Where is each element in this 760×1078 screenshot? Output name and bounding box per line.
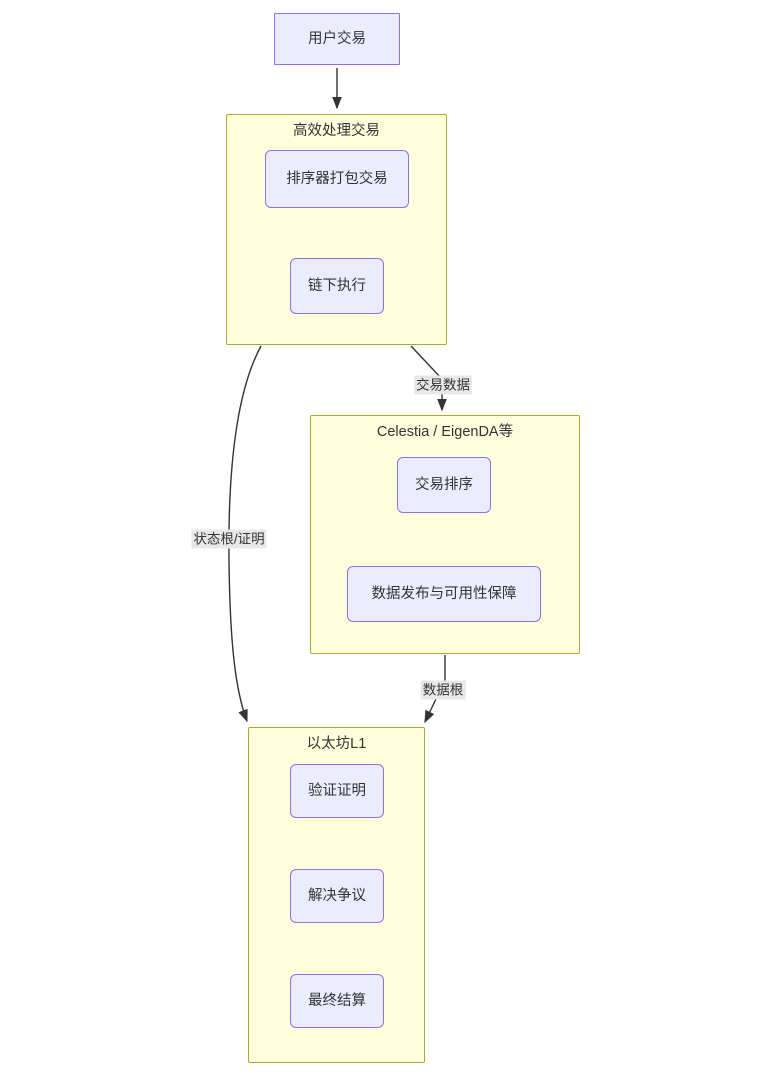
node-offchain-exec-label: 链下执行 [308,278,366,294]
edge-label-data-root: 数据根 [420,680,466,700]
edge-label-state-root-proof: 状态根/证明 [191,529,267,549]
edge-label-tx-data: 交易数据 [414,375,472,395]
node-verify-proof-label: 验证证明 [308,783,366,799]
cluster-rollup-title: 高效处理交易 [293,123,380,139]
node-final-settle-label: 最终结算 [308,993,366,1009]
node-sequencer-label: 排序器打包交易 [286,171,388,187]
node-resolve-dispute-label: 解决争议 [308,888,366,904]
node-user-tx[interactable]: 用户交易 [274,13,400,65]
node-verify-proof[interactable]: 验证证明 [290,764,384,818]
node-final-settle[interactable]: 最终结算 [290,974,384,1028]
node-offchain-exec[interactable]: 链下执行 [290,258,384,314]
node-data-publish-label: 数据发布与可用性保障 [371,586,517,602]
cluster-l1-title: 以太坊L1 [306,736,367,752]
node-user-tx-label: 用户交易 [308,31,366,47]
node-tx-ordering[interactable]: 交易排序 [397,457,491,513]
node-sequencer[interactable]: 排序器打包交易 [265,150,409,208]
node-tx-ordering-label: 交易排序 [415,477,473,493]
node-data-publish[interactable]: 数据发布与可用性保障 [347,566,541,622]
node-resolve-dispute[interactable]: 解决争议 [290,869,384,923]
cluster-da-title: Celestia / EigenDA等 [376,424,514,440]
